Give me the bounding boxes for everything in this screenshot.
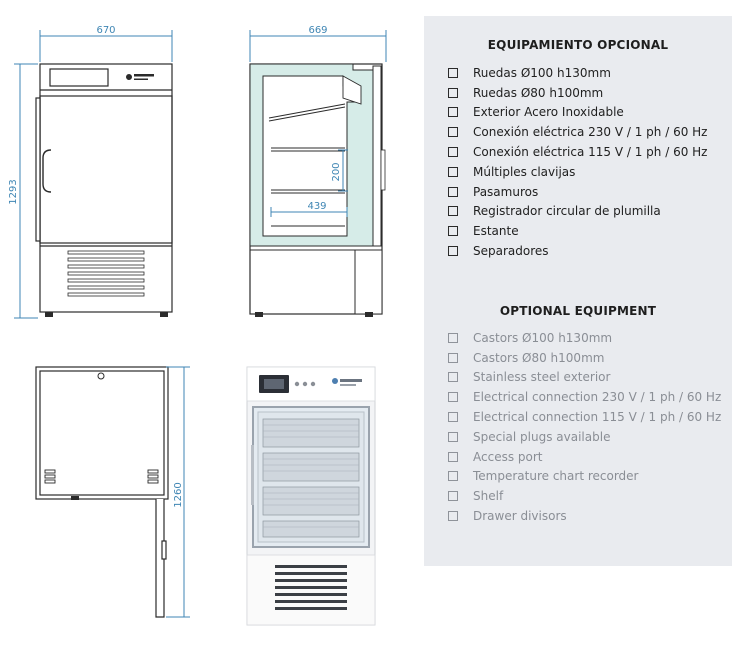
list-item-label: Shelf xyxy=(473,489,504,504)
list-item: Conexión eléctrica 115 V / 1 ph / 60 Hz xyxy=(448,142,707,162)
list-item-label: Ruedas Ø100 h130mm xyxy=(473,65,611,80)
list-item: Temperature chart recorder xyxy=(448,467,721,487)
refrigerator-photo xyxy=(246,366,376,626)
checkbox-icon xyxy=(448,412,458,423)
list-item: Electrical connection 115 V / 1 ph / 60 … xyxy=(448,407,721,427)
checkbox-icon xyxy=(448,127,458,138)
list-item: Conexión eléctrica 230 V / 1 ph / 60 Hz xyxy=(448,122,707,142)
checkbox-icon xyxy=(448,67,458,78)
checkbox-icon xyxy=(448,372,458,383)
checkbox-icon xyxy=(448,147,458,158)
list-item-label: Castors Ø80 h100mm xyxy=(473,350,605,365)
list-item-label: Conexión eléctrica 115 V / 1 ph / 60 Hz xyxy=(473,145,708,160)
list-item-label: Estante xyxy=(473,224,519,239)
checkbox-icon xyxy=(448,87,458,98)
list-item: Ruedas Ø80 h100mm xyxy=(448,83,707,103)
checkbox-icon xyxy=(448,206,458,217)
list-item-label: Exterior Acero Inoxidable xyxy=(473,105,624,120)
checkbox-icon xyxy=(448,431,458,442)
list-item-label: Electrical connection 115 V / 1 ph / 60 … xyxy=(473,410,722,425)
checkbox-icon xyxy=(448,352,458,363)
checkbox-icon xyxy=(448,186,458,197)
list-item-label: Separadores xyxy=(473,244,549,259)
list-item: Múltiples clavijas xyxy=(448,162,707,182)
checkbox-icon xyxy=(448,511,458,522)
checkbox-icon xyxy=(448,332,458,343)
list-item-label: Drawer divisors xyxy=(473,509,567,524)
english-list: Castors Ø100 h130mm Castors Ø80 h100mm S… xyxy=(448,328,721,526)
checkbox-icon xyxy=(448,392,458,403)
list-item: Registrador circular de plumilla xyxy=(448,202,707,222)
list-item: Ruedas Ø100 h130mm xyxy=(448,63,707,83)
list-item: Estante xyxy=(448,221,707,241)
checkbox-icon xyxy=(448,246,458,257)
shelf-depth-label: 439 xyxy=(307,201,326,212)
front-width-label: 670 xyxy=(96,25,115,36)
checkbox-icon xyxy=(448,491,458,502)
list-item-label: Special plugs available xyxy=(473,429,611,444)
side-section-drawing: 669 200 439 xyxy=(249,25,387,317)
list-item-label: Temperature chart recorder xyxy=(473,469,639,484)
spanish-title: EQUIPAMIENTO OPCIONAL xyxy=(487,38,669,52)
door-dim-label: 1260 xyxy=(173,482,184,507)
side-depth-label: 669 xyxy=(308,25,327,36)
list-item: Castors Ø80 h100mm xyxy=(448,348,721,368)
list-item-label: Castors Ø100 h130mm xyxy=(473,330,613,345)
list-item-label: Conexión eléctrica 230 V / 1 ph / 60 Hz xyxy=(473,125,708,140)
list-item-label: Stainless steel exterior xyxy=(473,370,611,385)
list-item: Separadores xyxy=(448,241,707,261)
list-item: Stainless steel exterior xyxy=(448,368,721,388)
front-height-label: 1293 xyxy=(8,179,19,204)
top-view-drawing: 1260 xyxy=(35,366,190,618)
list-item: Castors Ø100 h130mm xyxy=(448,328,721,348)
list-item: Pasamuros xyxy=(448,182,707,202)
list-item-label: Ruedas Ø80 h100mm xyxy=(473,85,604,100)
checkbox-icon xyxy=(448,226,458,237)
shelf-gap-label: 200 xyxy=(331,162,342,181)
checkbox-icon xyxy=(448,471,458,482)
list-item: Access port xyxy=(448,447,721,467)
checkbox-icon xyxy=(448,107,458,118)
list-item: Exterior Acero Inoxidable xyxy=(448,103,707,123)
list-item: Drawer divisors xyxy=(448,506,721,526)
spanish-list: Ruedas Ø100 h130mm Ruedas Ø80 h100mm Ext… xyxy=(448,63,707,261)
list-item-label: Registrador circular de plumilla xyxy=(473,204,661,219)
list-item-label: Access port xyxy=(473,449,543,464)
list-item: Electrical connection 230 V / 1 ph / 60 … xyxy=(448,387,721,407)
english-title: OPTIONAL EQUIPMENT xyxy=(499,304,657,318)
list-item: Shelf xyxy=(448,486,721,506)
checkbox-icon xyxy=(448,166,458,177)
checkbox-icon xyxy=(448,451,458,462)
list-item: Special plugs available xyxy=(448,427,721,447)
optional-equipment-panel: EQUIPAMIENTO OPCIONAL Ruedas Ø100 h130mm… xyxy=(424,16,732,566)
list-item-label: Múltiples clavijas xyxy=(473,164,576,179)
list-item-label: Pasamuros xyxy=(473,184,539,199)
front-view-drawing: 670 1293 xyxy=(8,25,173,319)
list-item-label: Electrical connection 230 V / 1 ph / 60 … xyxy=(473,390,722,405)
